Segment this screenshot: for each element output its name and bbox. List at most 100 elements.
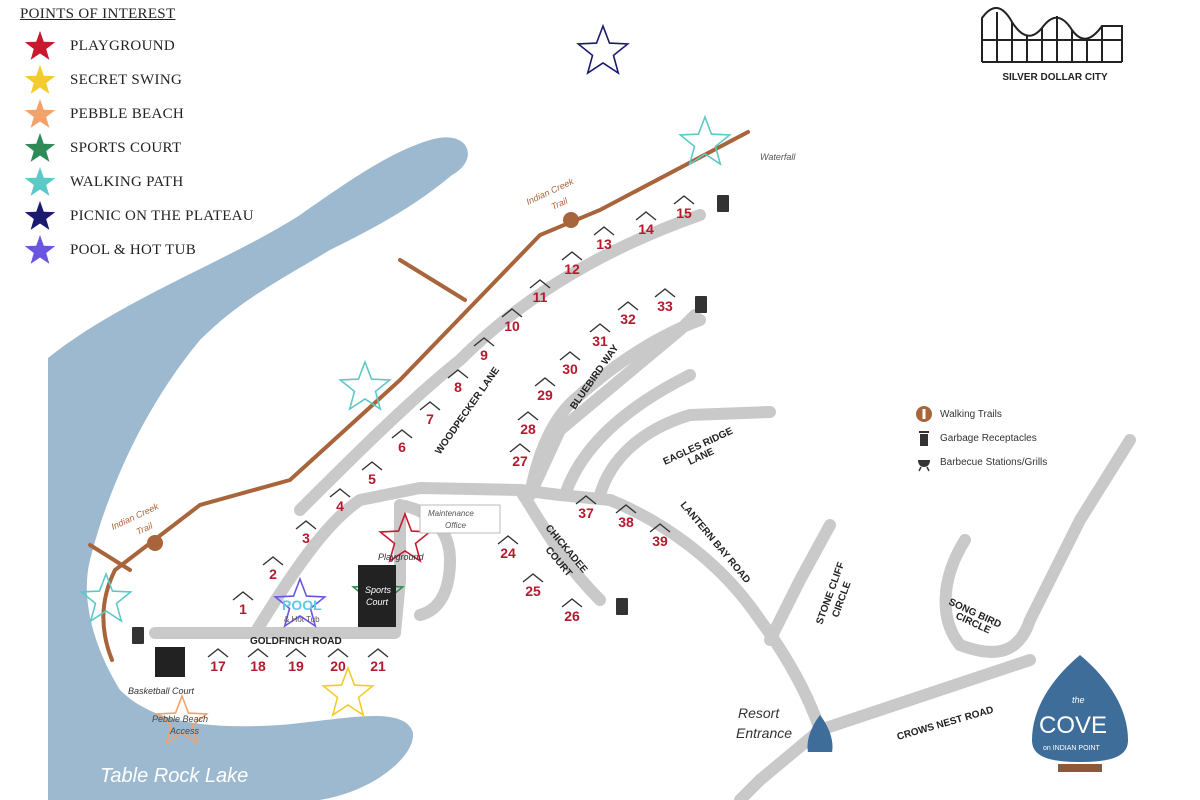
cabin-5[interactable]: 5: [361, 461, 383, 487]
cabin-21[interactable]: 21: [367, 648, 389, 674]
cabin-4[interactable]: 4: [329, 488, 351, 514]
cabin-roof-icon: [262, 556, 284, 566]
cabin-32[interactable]: 32: [617, 301, 639, 327]
cabin-number: 3: [302, 530, 310, 546]
cabin-3[interactable]: 3: [295, 520, 317, 546]
cabin-6[interactable]: 6: [391, 429, 413, 455]
legend-item: SPORTS COURT: [20, 131, 290, 165]
cabin-roof-icon: [391, 429, 413, 439]
cabin-15[interactable]: 15: [673, 195, 695, 221]
cabin-27[interactable]: 27: [509, 443, 531, 469]
cabin-roof-icon: [247, 648, 269, 658]
cabin-29[interactable]: 29: [534, 377, 556, 403]
cabin-number: 21: [370, 658, 386, 674]
playground-label: Playground: [378, 552, 425, 562]
cabin-roof-icon: [447, 369, 469, 379]
star-icon: [24, 133, 56, 162]
cabin-number: 14: [638, 221, 654, 237]
poi-star[interactable]: [576, 23, 630, 75]
cabin-11[interactable]: 11: [529, 279, 551, 305]
legend-item: PLAYGROUND: [20, 29, 290, 63]
cabin-roof-icon: [575, 495, 597, 505]
poi-star[interactable]: [321, 665, 375, 717]
cabin-roof-icon: [207, 648, 229, 658]
cabin-7[interactable]: 7: [419, 401, 441, 427]
cabin-number: 7: [426, 411, 434, 427]
legend-item-label: SECRET SWING: [70, 71, 183, 88]
cabin-25[interactable]: 25: [522, 573, 544, 599]
cabin-roof-icon: [473, 337, 495, 347]
poi-star[interactable]: [79, 571, 133, 623]
cabin-number: 17: [210, 658, 226, 674]
cabin-roof-icon: [559, 351, 581, 361]
cabin-number: 33: [657, 298, 673, 314]
cabin-28[interactable]: 28: [517, 411, 539, 437]
cabin-roof-icon: [654, 288, 676, 298]
cabin-2[interactable]: 2: [262, 556, 284, 582]
star-icon: [24, 65, 56, 94]
logo-tagline: on INDIAN POINT: [1043, 745, 1101, 752]
poi-stars: [79, 23, 732, 745]
cabin-12[interactable]: 12: [561, 251, 583, 277]
cabin-number: 6: [398, 439, 406, 455]
cabin-26[interactable]: 26: [561, 598, 583, 624]
silver-dollar-city-label: SILVER DOLLAR CITY: [1002, 72, 1108, 83]
cabin-number: 9: [480, 347, 488, 363]
cabin-20[interactable]: 20: [327, 648, 349, 674]
cabin-24[interactable]: 24: [497, 535, 519, 561]
legend-item: WALKING PATH: [20, 165, 290, 199]
trail-label-left-2: Trail: [135, 520, 155, 537]
cabin-1[interactable]: 1: [232, 591, 254, 617]
cabin-31[interactable]: 31: [589, 323, 611, 349]
cabin-14[interactable]: 14: [635, 211, 657, 237]
poi-star[interactable]: [273, 576, 327, 628]
pebble-beach-label: Pebble Beach: [152, 714, 208, 724]
cabin-roof-icon: [285, 648, 307, 658]
cabin-33[interactable]: 33: [654, 288, 676, 314]
sports-court[interactable]: [358, 565, 396, 627]
cabin-10[interactable]: 10: [501, 308, 523, 334]
cabin-number: 2: [269, 566, 277, 582]
cabin-number: 11: [533, 289, 548, 305]
key-label-bbq: Barbecue Stations/Grills: [940, 456, 1048, 468]
cabin-roof-icon: [673, 195, 695, 205]
cabin-19[interactable]: 19: [285, 648, 307, 674]
map-key: Walking Trails Garbage Receptacles Barbe…: [914, 402, 1047, 474]
goldfinch-road-label: GOLDFINCH ROAD: [250, 636, 342, 647]
lake-label: Table Rock Lake: [100, 765, 248, 787]
cabin-9[interactable]: 9: [473, 337, 495, 363]
cabin-30[interactable]: 30: [559, 351, 581, 377]
cabin-number: 18: [250, 658, 266, 674]
cabin-number: 15: [676, 205, 692, 221]
poi-star[interactable]: [678, 114, 732, 166]
cabin-8[interactable]: 8: [447, 369, 469, 395]
sports-court-label: Sports: [365, 585, 392, 595]
key-row-trails: Walking Trails: [914, 402, 1047, 426]
trail-label-top-2: Trail: [550, 195, 570, 212]
cabin-roof-icon: [367, 648, 389, 658]
cabin-38[interactable]: 38: [615, 504, 637, 530]
cabin-number: 12: [564, 261, 580, 277]
poi-star[interactable]: [338, 359, 392, 411]
grill-icon: [918, 460, 930, 472]
poi-star[interactable]: [155, 693, 209, 745]
cabin-39[interactable]: 39: [649, 523, 671, 549]
cabin-17[interactable]: 17: [207, 648, 229, 674]
walking-trails: [88, 130, 750, 662]
maintenance-office[interactable]: [419, 504, 501, 534]
trash-icon: [132, 195, 729, 644]
cabin-18[interactable]: 18: [247, 648, 269, 674]
cabin-37[interactable]: 37: [575, 495, 597, 521]
cabin-13[interactable]: 13: [593, 226, 615, 252]
legend-item-label: SPORTS COURT: [70, 139, 182, 156]
cabin-roof-icon: [589, 323, 611, 333]
cabin-roof-icon: [419, 401, 441, 411]
cabin-roof-icon: [561, 251, 583, 261]
star-icon: [24, 99, 56, 128]
crows-nest-label: CROWS NEST ROAD: [896, 705, 995, 743]
legend-item-label: PICNIC ON THE PLATEAU: [70, 207, 254, 224]
key-label-garbage: Garbage Receptacles: [940, 432, 1037, 444]
cabin-roof-icon: [501, 308, 523, 318]
